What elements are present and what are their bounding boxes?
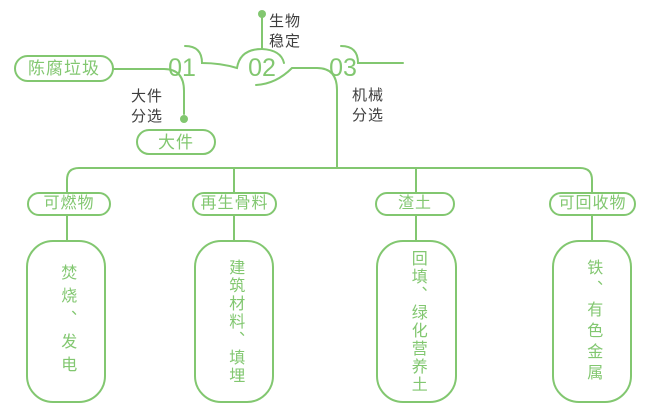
branch-bus-drops (233, 167, 417, 193)
branch-pill-recycled-aggregate: 再生骨料 (192, 192, 277, 216)
branch-box-text: 焚烧、发电 (58, 264, 76, 379)
step-number-02: 02 (248, 54, 276, 82)
branch-box-text: 回填、绿化营养土 (408, 249, 426, 394)
branch-box-text: 铁、有色金属 (584, 258, 602, 385)
branch-bus (66, 167, 593, 193)
branch-box-combustibles-use: 焚烧、发电 (26, 240, 106, 403)
process-label-bio-stabilize: 生物 稳定 (269, 13, 302, 50)
branch-box-recycled-aggregate-use: 建筑材料、填埋 (194, 240, 274, 403)
step-number-03: 03 (329, 54, 357, 82)
branch-box-slag-soil-use: 回填、绿化营养土 (376, 240, 457, 403)
flow-line-02-to-03 (255, 67, 338, 169)
pill-to-box-connectors (66, 215, 593, 241)
process-label-bulky-sorting: 大件 分选 (131, 88, 164, 125)
step-number-01: 01 (168, 54, 196, 82)
endpoint-dot-large-item (180, 115, 188, 123)
flow-line-01-to-02 (184, 17, 263, 70)
flow-line-03-tail (340, 45, 404, 64)
output-pill-bulky-items: 大件 (136, 129, 216, 155)
branch-pill-combustibles: 可燃物 (27, 192, 111, 216)
source-pill: 陈腐垃圾 (14, 55, 114, 82)
process-label-mechanical-sorting: 机械 分选 (352, 87, 385, 124)
flow-line-source-to-01 (112, 68, 185, 115)
branch-box-text: 建筑材料、填埋 (226, 258, 244, 385)
endpoint-dot-bio-stabilize (258, 10, 266, 18)
flow-line-02-hump (261, 48, 285, 64)
branch-box-recyclables-use: 铁、有色金属 (552, 240, 632, 403)
branch-pill-recyclables: 可回收物 (549, 192, 636, 216)
branch-pill-slag-soil: 渣土 (375, 192, 455, 216)
